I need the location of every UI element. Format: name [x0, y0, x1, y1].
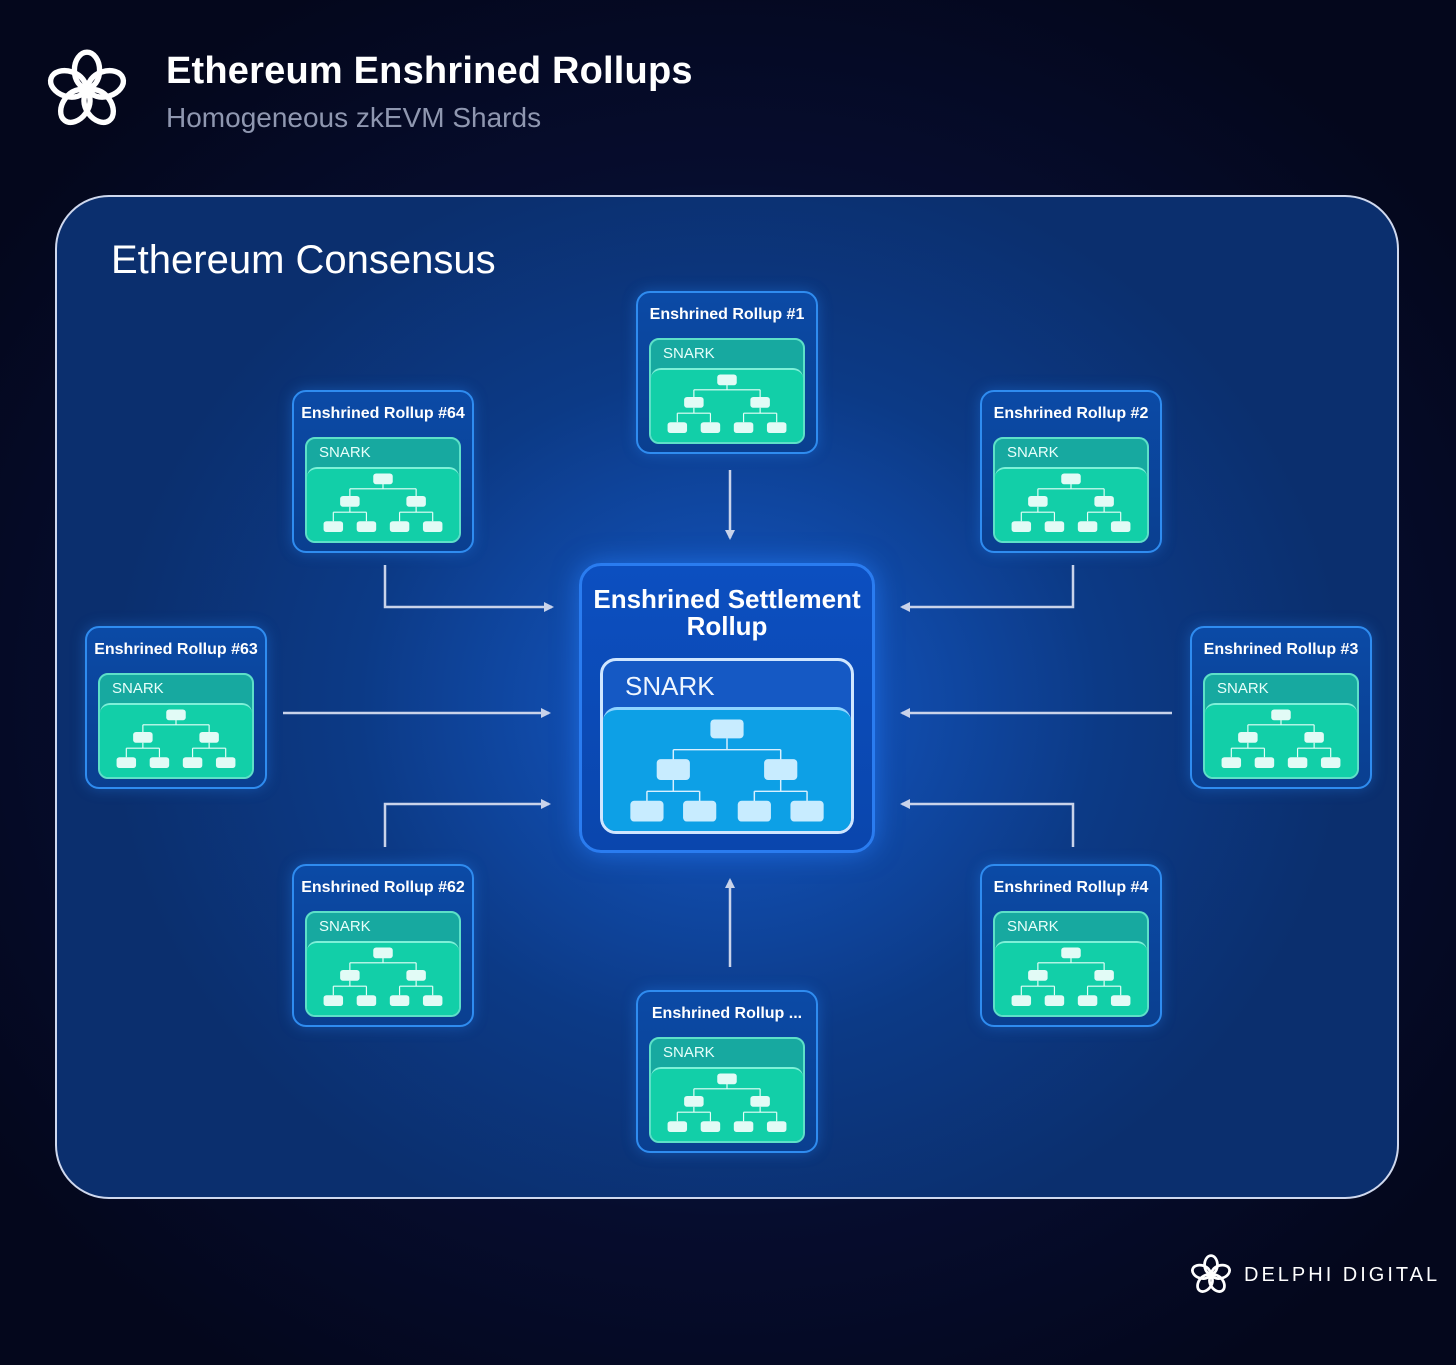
settlement-title: Enshrined Settlement Rollup: [582, 586, 872, 640]
edge-rollup-2: [900, 565, 1075, 612]
snark-label: SNARK: [1217, 680, 1269, 697]
settlement-snark-label: SNARK: [625, 671, 715, 701]
rollup-node-1: Enshrined Rollup #1 SNARK: [636, 291, 818, 454]
snark-box: SNARK: [993, 911, 1149, 1017]
snark-label: SNARK: [112, 680, 164, 697]
rollup-node-63: Enshrined Rollup #63 SNARK: [85, 626, 267, 789]
delphi-logo-icon: [1191, 1254, 1231, 1293]
snark-label: SNARK: [1007, 918, 1059, 935]
rollup-title: Enshrined Rollup #2: [993, 405, 1149, 422]
snark-box: SNARK: [305, 437, 461, 543]
merkle-tree-icon: [100, 703, 252, 777]
rollup-title: Enshrined Rollup #1: [649, 306, 805, 323]
rollup-title: Enshrined Rollup #3: [1203, 641, 1359, 658]
snark-box: SNARK: [993, 437, 1149, 543]
page-subtitle: Homogeneous zkEVM Shards: [166, 102, 542, 133]
snark-box: SNARK: [649, 338, 805, 444]
snark-label: SNARK: [1007, 444, 1059, 461]
snark-label: SNARK: [663, 345, 715, 362]
rollup-title: Enshrined Rollup #4: [993, 879, 1149, 896]
settlement-rollup-node: Enshrined Settlement Rollup SNARK: [579, 563, 875, 853]
edge-rollup-62: [383, 799, 551, 847]
snark-label: SNARK: [663, 1044, 715, 1061]
snark-box: SNARK: [649, 1037, 805, 1143]
rollup-title: Enshrined Rollup #63: [94, 641, 258, 658]
page-title: Ethereum Enshrined Rollups: [166, 50, 693, 92]
rollup-node-2: Enshrined Rollup #2 SNARK: [980, 390, 1162, 553]
snark-label: SNARK: [319, 918, 371, 935]
settlement-title-line2: Rollup: [686, 611, 768, 641]
rollup-node-ellipsis: Enshrined Rollup ... SNARK: [636, 990, 818, 1153]
rollup-title: Enshrined Rollup #64: [301, 405, 465, 422]
rollup-node-62: Enshrined Rollup #62 SNARK: [292, 864, 474, 1027]
merkle-tree-icon: [307, 467, 459, 541]
merkle-tree-icon: [995, 941, 1147, 1015]
settlement-title-line1: Enshrined Settlement: [593, 584, 861, 614]
panel-title: Ethereum Consensus: [111, 238, 496, 282]
snark-box: SNARK: [305, 911, 461, 1017]
snark-box: SNARK: [98, 673, 254, 779]
merkle-tree-icon: [307, 941, 459, 1015]
merkle-tree-icon: [1205, 703, 1357, 777]
merkle-tree-icon: [995, 467, 1147, 541]
settlement-tree-icon: [603, 707, 851, 831]
brand-name: DELPHI DIGITAL: [1244, 1264, 1441, 1286]
rollup-title: Enshrined Rollup ...: [651, 1005, 803, 1022]
edge-rollup-64: [383, 565, 554, 612]
brand-footer: DELPHI DIGITAL: [1188, 1252, 1437, 1298]
rollup-title: Enshrined Rollup #62: [301, 879, 465, 896]
snark-box: SNARK: [1203, 673, 1359, 779]
edge-rollup-4: [900, 799, 1075, 847]
rollup-node-3: Enshrined Rollup #3 SNARK: [1190, 626, 1372, 789]
merkle-tree-icon: [651, 1067, 803, 1141]
rollup-node-4: Enshrined Rollup #4 SNARK: [980, 864, 1162, 1027]
rollup-node-64: Enshrined Rollup #64 SNARK: [292, 390, 474, 553]
merkle-tree-icon: [651, 368, 803, 442]
delphi-logo-icon: [47, 49, 127, 126]
snark-label: SNARK: [319, 444, 371, 461]
settlement-snark-box: SNARK: [600, 658, 854, 834]
